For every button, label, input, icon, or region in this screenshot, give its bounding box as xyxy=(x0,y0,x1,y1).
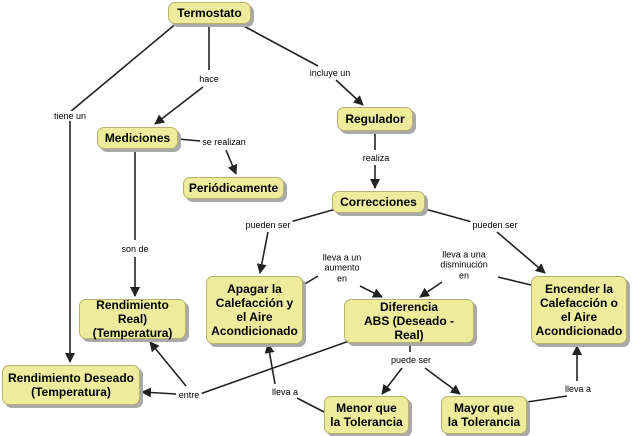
link-label-lleva-a-right: lleva a xyxy=(562,383,594,395)
node-termostato[interactable]: Termostato xyxy=(168,2,251,24)
node-rendimiento-deseado[interactable]: Rendimiento Deseado (Temperatura) xyxy=(2,365,140,405)
node-encender[interactable]: Encender la Calefacción o el Aire Acondi… xyxy=(531,276,627,344)
link-label-pueden-ser-left: pueden ser xyxy=(243,219,293,231)
link-label-puede-ser: puede ser xyxy=(388,354,434,366)
edge-apagar-lleva-aumento xyxy=(302,275,319,286)
edge-termostato-tiene-un xyxy=(69,21,179,113)
node-diferencia[interactable]: Diferencia ABS (Deseado - Real) xyxy=(344,299,474,343)
edge-diferencia-entre xyxy=(199,339,353,395)
edge-lleva-disminucion-diferencia xyxy=(419,281,443,298)
edge-menor-lleva-a xyxy=(296,397,325,413)
edge-pueden-ser-apagar xyxy=(256,231,269,274)
link-label-tiene-un: tiene un xyxy=(51,110,89,122)
edge-entre-rendimiento-real xyxy=(149,341,187,387)
link-label-lleva-disminucion: lleva a una disminución en xyxy=(438,249,490,281)
link-label-entre: entre xyxy=(176,389,202,401)
node-regulador[interactable]: Regulador xyxy=(337,107,413,131)
node-rendimiento-real[interactable]: Rendimiento Real) (Temperatura) xyxy=(79,298,186,340)
edge-puede-ser-menor xyxy=(381,367,403,395)
edge-lleva-aumento-diferencia xyxy=(359,285,383,298)
link-label-se-realizan: se realizan xyxy=(200,136,248,148)
edge-termostato-incluye-un xyxy=(239,23,319,67)
edge-entre-rendimiento-deseado xyxy=(141,387,177,398)
link-label-incluye-un: incluye un xyxy=(307,67,353,79)
node-periodicamente[interactable]: Periódicamente xyxy=(183,177,284,199)
link-label-lleva-aumento: lleva a un aumento en xyxy=(320,252,364,284)
edge-se-realizan-periodicamente xyxy=(225,149,238,175)
edge-correcciones-pueden-ser-left xyxy=(289,208,337,223)
edge-pueden-ser-encender xyxy=(496,231,546,274)
node-menor-tolerancia[interactable]: Menor que la Tolerancia xyxy=(324,396,409,434)
node-mediciones[interactable]: Mediciones xyxy=(97,127,178,149)
link-label-pueden-ser-right: pueden ser xyxy=(470,219,520,231)
edge-correcciones-pueden-ser-right xyxy=(424,208,473,223)
link-label-hace: hace xyxy=(197,73,221,85)
node-mayor-tolerancia[interactable]: Mayor que la Tolerancia xyxy=(441,396,527,434)
node-apagar[interactable]: Apagar la Calefacción y el Aire Acondici… xyxy=(206,276,303,344)
edge-hace-mediciones xyxy=(154,86,204,125)
link-label-realiza: realiza xyxy=(360,152,392,164)
edge-encender-lleva-disminucion xyxy=(497,276,532,286)
link-label-lleva-a-left: lleva a xyxy=(269,386,301,398)
edge-mayor-lleva-a xyxy=(526,395,568,403)
edge-incluye-un-regulador xyxy=(335,79,364,106)
edge-puede-ser-mayor xyxy=(424,367,461,395)
edge-lleva-a-apagar xyxy=(264,343,276,385)
node-correcciones[interactable]: Correcciones xyxy=(332,191,425,213)
edge-mediciones-se-realizan xyxy=(177,138,201,142)
link-label-son-de: son de xyxy=(119,243,151,255)
